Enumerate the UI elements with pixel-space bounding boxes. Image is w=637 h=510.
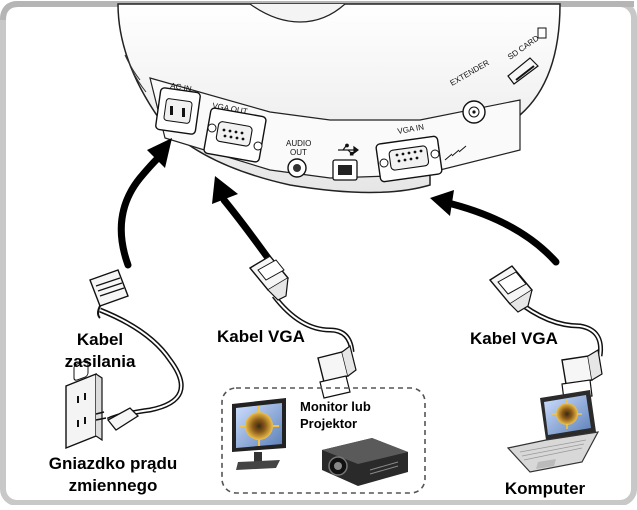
audio-out-port: AUDIO OUT — [286, 139, 311, 178]
vga-in-arrow — [430, 190, 560, 266]
vga-cable-right — [488, 265, 604, 401]
outlet-label-line2: zmiennego — [69, 476, 158, 495]
power-arrow — [117, 138, 172, 269]
vga-connector-left-top — [248, 255, 290, 301]
power-cable-label-line2: zasilania — [65, 352, 136, 371]
monitor-projector-label-line2: Projektor — [300, 416, 357, 431]
vga-in-port: VGA IN — [375, 122, 443, 183]
outlet-label-line1: Gniazdko prądu — [49, 454, 177, 473]
usb-port — [332, 143, 359, 181]
vga-out-arrow — [212, 176, 272, 262]
laptop-illustration — [506, 390, 600, 473]
usb-icon — [338, 143, 359, 156]
monitor-illustration — [232, 398, 286, 470]
vga-cable-right-label: Kabel VGA — [470, 329, 558, 348]
vga-cable-left — [248, 255, 357, 399]
audio-out-label-line2: OUT — [290, 148, 307, 157]
document-camera-device: AC IN VGA OUT AUDIO OUT — [117, 3, 561, 194]
display-devices-group — [221, 387, 426, 494]
wall-outlet — [65, 360, 140, 450]
device-top-dome — [249, 3, 346, 23]
power-plug — [89, 269, 129, 319]
ac-in-port: AC IN — [155, 81, 201, 135]
vga-connector-left-bottom — [317, 344, 357, 399]
frame-top-edge — [0, 0, 634, 21]
computer-label: Komputer — [505, 479, 586, 498]
ac-in-label: AC IN — [170, 81, 193, 94]
monitor-projector-label-line1: Monitor lub — [300, 399, 371, 414]
device-groove — [131, 69, 147, 93]
vga-out-port: VGA OUT — [203, 101, 267, 163]
device-groove — [124, 54, 141, 81]
projector-illustration — [322, 438, 408, 486]
audio-out-label-line1: AUDIO — [286, 139, 311, 148]
vga-cable-left-label: Kabel VGA — [217, 327, 305, 346]
power-cable-label-line1: Kabel — [77, 330, 123, 349]
vga-connector-right-top — [488, 265, 534, 313]
device-vents — [444, 145, 467, 161]
